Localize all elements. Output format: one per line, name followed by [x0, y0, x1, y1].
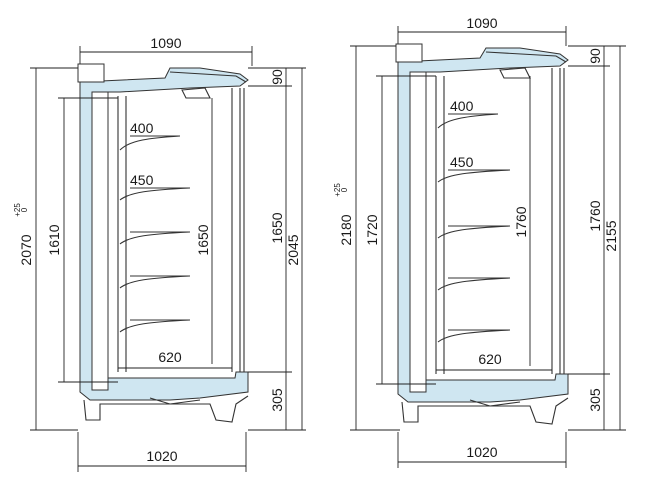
- right-opening-height-label: 1760: [587, 200, 603, 231]
- right-overall-height-label: 2155: [603, 220, 619, 251]
- right-shelf-4: [437, 277, 511, 291]
- left-shelf-5: [119, 319, 191, 333]
- right-shelf-1: [437, 113, 499, 129]
- left-base-shelf-dimension: 620: [118, 349, 232, 369]
- left-center-height-dimension: 1650: [195, 98, 213, 364]
- right-top-width-label: 1090: [466, 15, 497, 31]
- left-bottom-width-dimension: 1020: [77, 432, 247, 472]
- left-total-height-dimension: 2070 +25 0: [13, 67, 78, 431]
- right-tolerance-upper: +25: [333, 183, 342, 197]
- left-canopy-light: [181, 87, 211, 99]
- right-shelf-depth-450: 450: [450, 154, 474, 170]
- left-tolerance-lower: 0: [20, 207, 29, 212]
- left-base-height-label: 305: [269, 388, 285, 412]
- left-base: [83, 395, 249, 423]
- right-total-height-dimension: 2180 +25 0: [333, 45, 400, 431]
- right-shelf-depth-400: 400: [450, 98, 474, 114]
- left-shelf-depth-450: 450: [130, 172, 154, 188]
- left-shelf-2: [119, 187, 191, 201]
- left-canopy: [169, 71, 247, 83]
- left-top-width-dimension: 1090: [79, 35, 253, 66]
- right-canopy-height-label: 90: [587, 48, 603, 64]
- right-base-height-label: 305: [587, 388, 603, 412]
- right-top-block: [395, 43, 423, 63]
- right-canopy-light: [499, 67, 531, 79]
- right-center-height-dimension: 1760: [513, 76, 531, 366]
- right-shelf-3: [437, 225, 511, 239]
- left-right-dimensions: 90 1650 305 2045: [248, 67, 306, 431]
- left-canopy-height-label: 90: [269, 69, 285, 85]
- left-shelf-4: [119, 275, 191, 289]
- left-overall-height-label: 2045: [285, 234, 301, 265]
- left-top-block: [77, 63, 105, 83]
- right-cabinet-interior: [409, 71, 427, 393]
- right-right-dimensions: 90 1760 305 2155: [568, 45, 626, 431]
- right-canopy: [485, 51, 567, 63]
- left-bottom-width-label: 1020: [146, 448, 177, 464]
- left-cabinet-interior: [91, 91, 109, 391]
- right-shelves: [437, 113, 511, 343]
- left-inner-height-label: 1610: [46, 224, 62, 255]
- right-shelf-5: [437, 329, 511, 343]
- left-top-width-label: 1090: [150, 35, 181, 51]
- left-center-height-label: 1650: [195, 224, 211, 255]
- right-base: [401, 397, 569, 425]
- left-total-height-label: 2070: [18, 234, 34, 265]
- left-tolerance-upper: +25: [13, 203, 22, 217]
- right-base-shelf-dimension: 620: [436, 351, 552, 371]
- right-bottom-width-dimension: 1020: [397, 432, 567, 468]
- right-top-width-dimension: 1090: [397, 15, 567, 46]
- right-base-shelf-label: 620: [478, 351, 502, 367]
- left-unit: 1090 400: [13, 35, 306, 472]
- right-total-height-label: 2180: [338, 214, 354, 245]
- right-center-height-label: 1760: [513, 206, 529, 237]
- left-opening-height-label: 1650: [269, 212, 285, 243]
- left-shelf-3: [119, 231, 191, 245]
- right-bottom-width-label: 1020: [466, 444, 497, 460]
- right-tolerance-lower: 0: [340, 187, 349, 192]
- right-inner-height-dimension: 1720: [364, 75, 436, 385]
- right-shelf-2: [437, 169, 511, 183]
- left-shelves: [119, 135, 191, 333]
- left-inner-height-dimension: 1610: [46, 97, 118, 383]
- right-unit: 1090 400 450 620: [333, 15, 626, 468]
- left-shelf-depth-400: 400: [130, 120, 154, 136]
- left-shelf-1: [119, 135, 181, 151]
- left-base-shelf-label: 620: [158, 349, 182, 365]
- right-inner-height-label: 1720: [364, 214, 380, 245]
